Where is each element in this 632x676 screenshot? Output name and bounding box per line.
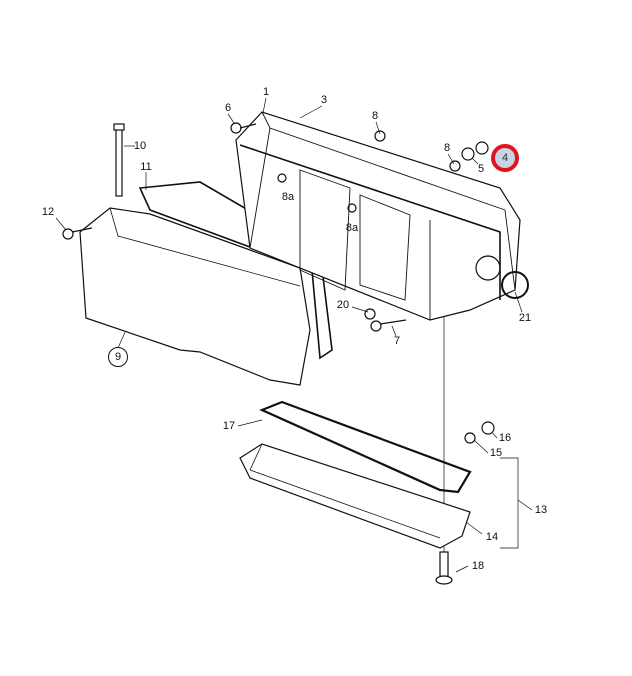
callout-part-20[interactable]: 20 xyxy=(336,299,350,311)
callout-part-14[interactable]: 14 xyxy=(485,531,499,543)
valve-cover-9 xyxy=(79,207,311,386)
callout-part-1[interactable]: 1 xyxy=(262,86,270,98)
bolt-18 xyxy=(435,551,453,585)
callout-part-8a[interactable]: 8a xyxy=(345,222,359,234)
callout-part-8a[interactable]: 8a xyxy=(281,191,295,203)
callout-part-10[interactable]: 10 xyxy=(133,140,147,152)
callout-part-8[interactable]: 8 xyxy=(443,142,451,154)
callout-part-6[interactable]: 6 xyxy=(224,102,232,114)
callout-part-9[interactable]: 9 xyxy=(108,347,128,367)
callout-part-12[interactable]: 12 xyxy=(41,206,55,218)
callout-part-5[interactable]: 5 xyxy=(477,163,485,175)
callout-part-4[interactable]: 4 xyxy=(491,144,519,172)
callout-part-8[interactable]: 8 xyxy=(371,110,379,122)
callout-part-3[interactable]: 3 xyxy=(320,94,328,106)
callout-part-13[interactable]: 13 xyxy=(534,504,548,516)
callout-part-18[interactable]: 18 xyxy=(471,560,485,572)
long-bolt-10 xyxy=(113,123,125,197)
callout-part-16[interactable]: 16 xyxy=(498,432,512,444)
gasket-17 xyxy=(259,400,472,494)
callout-part-17[interactable]: 17 xyxy=(222,420,236,432)
gasket-11 xyxy=(138,181,333,360)
small-parts xyxy=(62,122,489,332)
callout-part-11[interactable]: 11 xyxy=(140,161,152,173)
callout-part-21[interactable]: 21 xyxy=(518,312,532,324)
callout-part-7[interactable]: 7 xyxy=(393,335,401,347)
callout-part-15[interactable]: 15 xyxy=(489,447,503,459)
